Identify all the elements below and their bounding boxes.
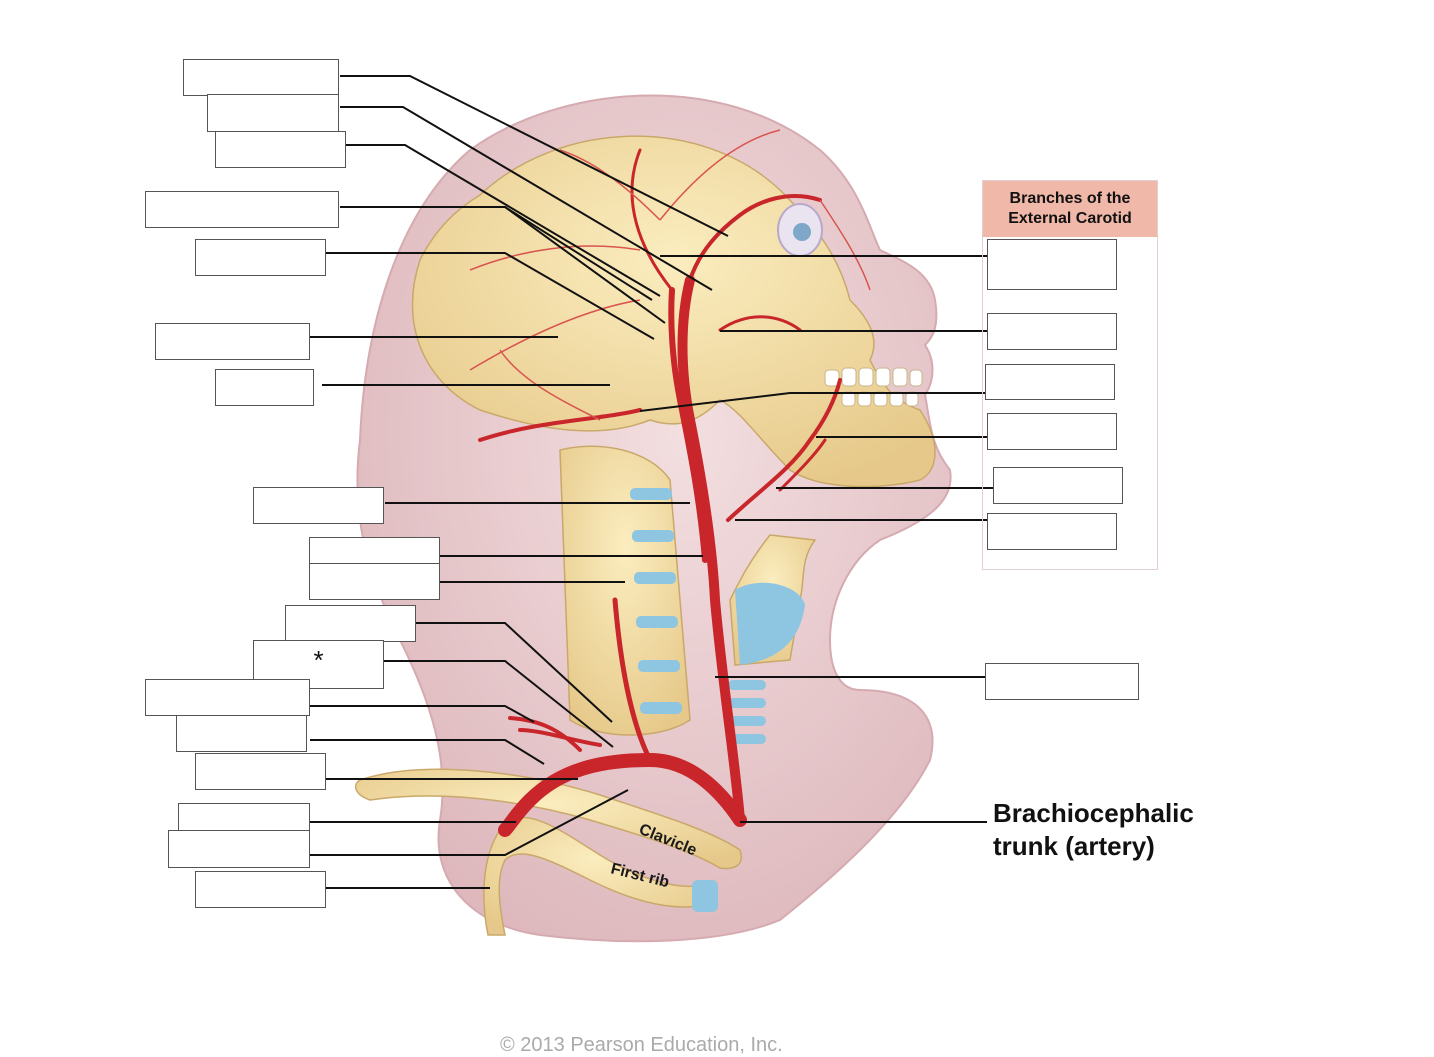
label-box-asterisk[interactable]: *	[253, 640, 384, 689]
label-box[interactable]	[285, 605, 416, 642]
brachiocephalic-trunk-label: Brachiocephalic trunk (artery)	[993, 797, 1194, 863]
label-box[interactable]	[985, 663, 1139, 700]
label-box[interactable]	[145, 679, 310, 716]
asterisk-mark: *	[313, 645, 324, 675]
leader-lines	[310, 75, 993, 889]
label-box[interactable]	[145, 191, 339, 228]
label-box[interactable]	[215, 131, 346, 168]
costal-cartilage	[692, 880, 718, 912]
label-box[interactable]	[195, 871, 326, 908]
label-box[interactable]	[168, 830, 310, 868]
label-box[interactable]	[987, 313, 1117, 350]
iris	[793, 223, 811, 241]
label-box[interactable]	[985, 364, 1115, 400]
panel-title-line1: Branches of the	[1009, 190, 1131, 207]
label-box[interactable]	[155, 323, 310, 360]
arteries	[478, 148, 842, 837]
first-rib-bone	[483, 816, 706, 936]
label-box[interactable]	[195, 753, 326, 790]
label-box[interactable]	[195, 239, 326, 276]
label-box[interactable]	[215, 369, 314, 406]
external-carotid-branches-panel	[982, 180, 1158, 570]
label-box[interactable]	[993, 467, 1123, 504]
panel-title-line2: External Carotid	[1008, 210, 1132, 227]
label-box[interactable]	[987, 413, 1117, 450]
brachiocephalic-line2: trunk (artery)	[993, 831, 1155, 861]
label-box[interactable]	[987, 513, 1117, 550]
label-box[interactable]	[207, 94, 339, 132]
panel-header: Branches of the External Carotid	[983, 181, 1157, 237]
copyright-text: © 2013 Pearson Education, Inc.	[500, 1034, 783, 1056]
label-box[interactable]	[253, 487, 384, 524]
brachiocephalic-line1: Brachiocephalic	[993, 798, 1194, 828]
cervical-spine	[559, 445, 691, 736]
label-box[interactable]	[309, 563, 440, 600]
label-box[interactable]	[987, 239, 1117, 290]
label-box[interactable]	[176, 715, 307, 752]
teeth	[824, 367, 923, 407]
label-box[interactable]	[183, 59, 339, 96]
larynx-trachea	[728, 534, 817, 744]
